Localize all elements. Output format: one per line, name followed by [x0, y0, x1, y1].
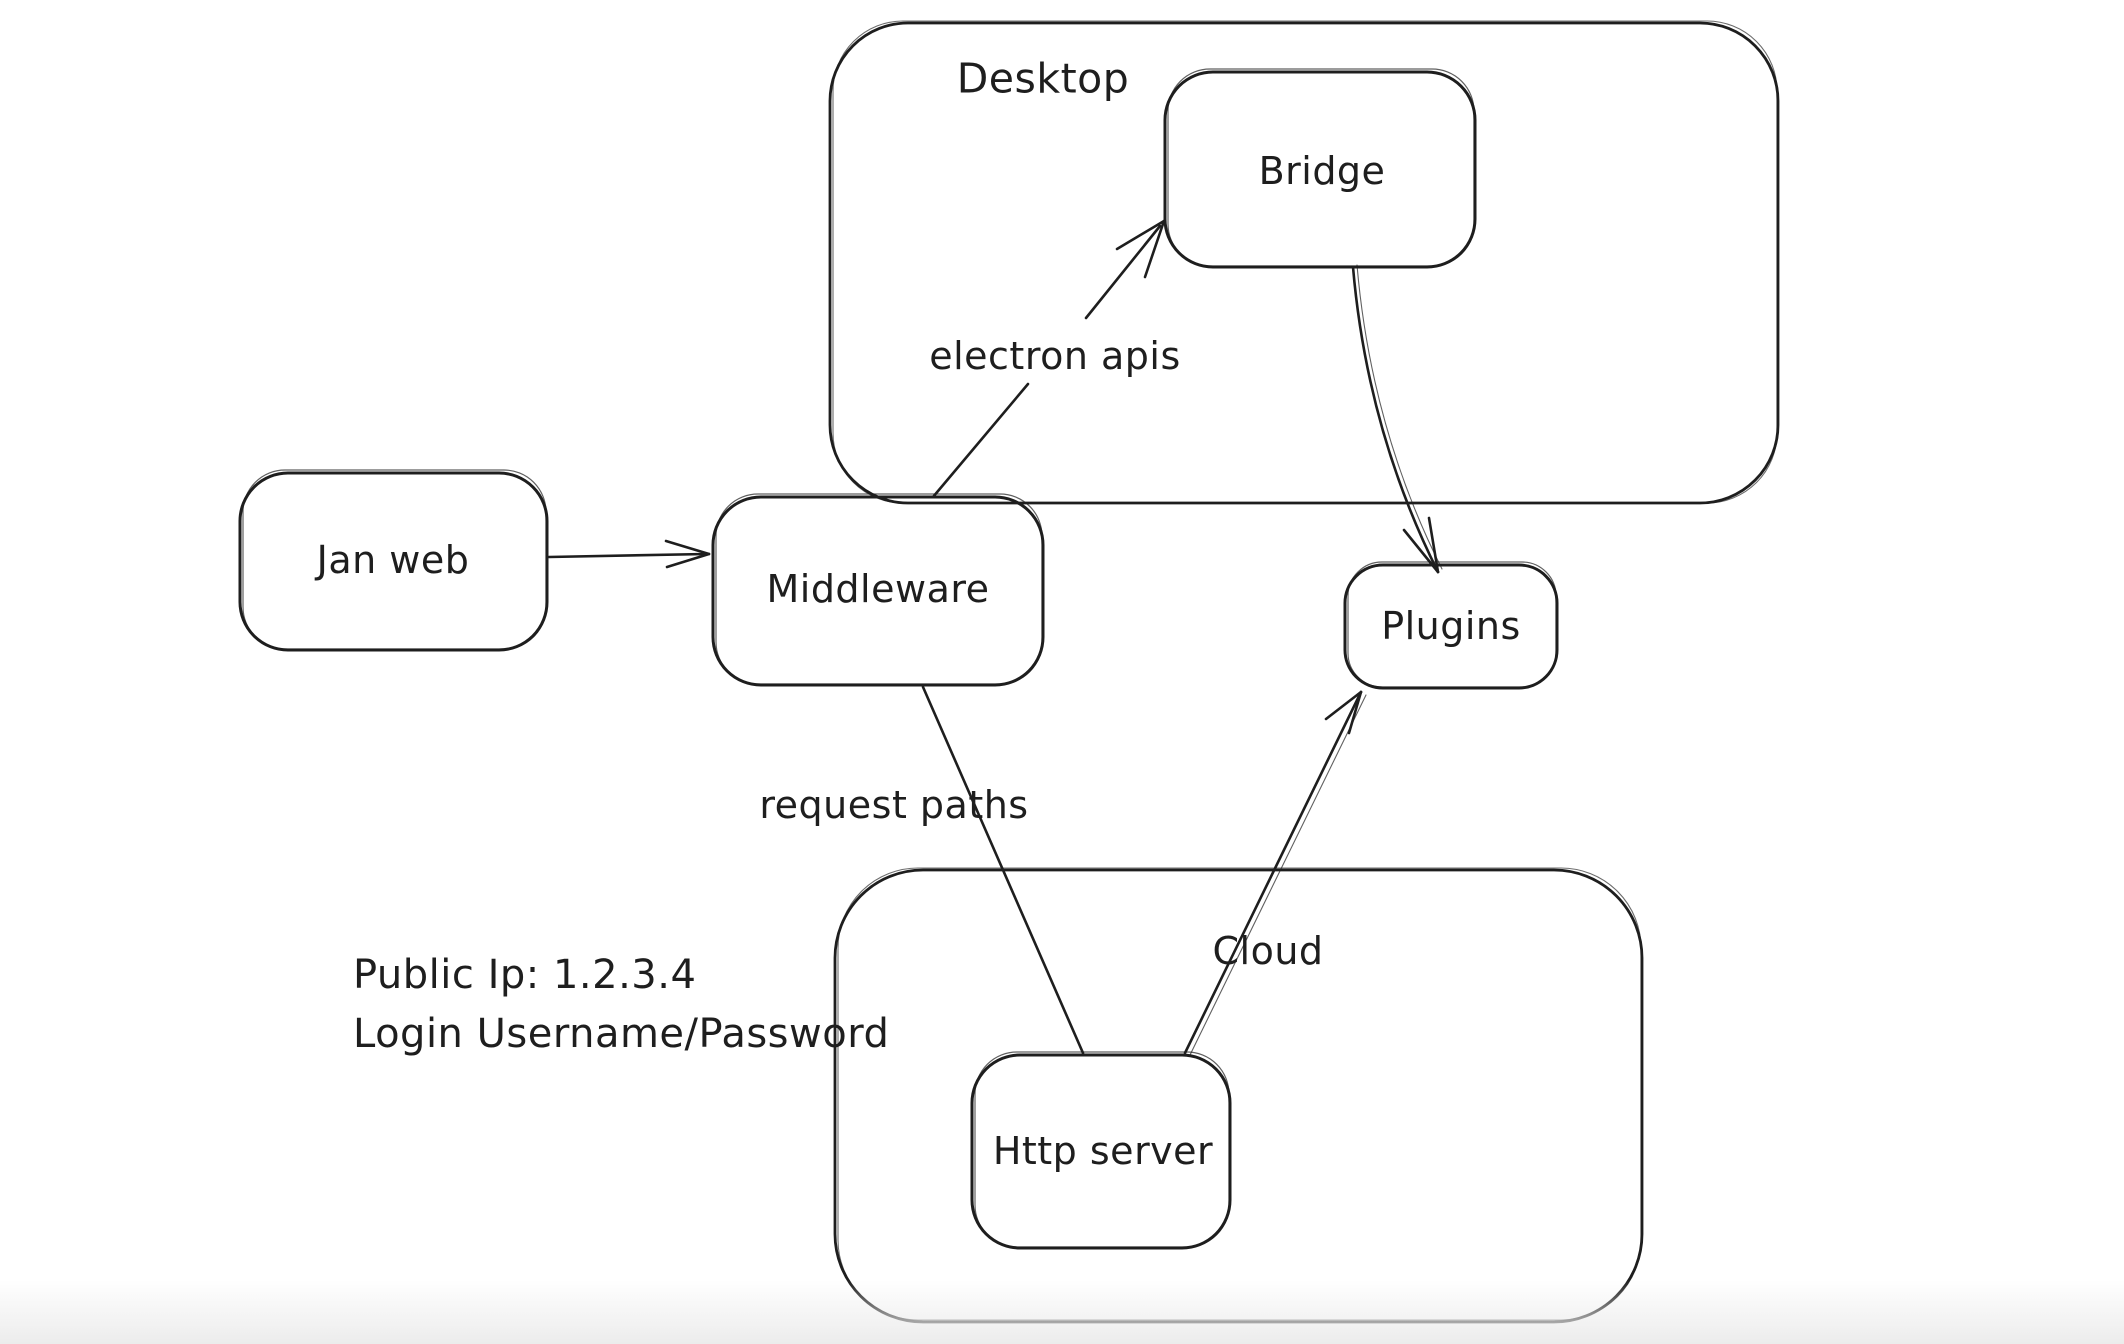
middleware-node-shape: [713, 494, 1043, 685]
arrow-middleware-to-bridge: [933, 221, 1164, 497]
line-middleware-to-http-server: [923, 687, 1083, 1053]
arrow-bridge-to-plugins: [1353, 265, 1442, 572]
plugins-node-label: Plugins: [1381, 604, 1521, 649]
bridge-node-shape: [1165, 69, 1475, 267]
http-server-node-shape: [972, 1052, 1230, 1248]
desktop-container-label: Desktop: [956, 54, 1130, 103]
annotation-login-line: Login Username/Password: [353, 1011, 890, 1057]
electron-apis-edge-label: electron apis: [929, 334, 1181, 379]
annotation-public-ip-line: Public Ip: 1.2.3.4: [353, 952, 697, 998]
cloud-access-annotation: Public Ip: 1.2.3.4 Login Username/Passwo…: [353, 946, 889, 1064]
arrow-jan-web-to-middleware: [549, 541, 709, 567]
request-paths-edge-label: request paths: [759, 783, 1029, 828]
arrow-http-server-to-plugins: [1185, 692, 1366, 1055]
cloud-container-label: Cloud: [1212, 929, 1324, 974]
bridge-node-label: Bridge: [1258, 149, 1386, 194]
jan-web-node-label: Jan web: [316, 538, 470, 583]
middleware-node-label: Middleware: [766, 567, 990, 612]
jan-web-node-shape: [240, 470, 547, 650]
desktop-container-shape: [830, 21, 1778, 503]
plugins-node-shape: [1345, 562, 1557, 688]
http-server-node-label: Http server: [992, 1129, 1214, 1174]
